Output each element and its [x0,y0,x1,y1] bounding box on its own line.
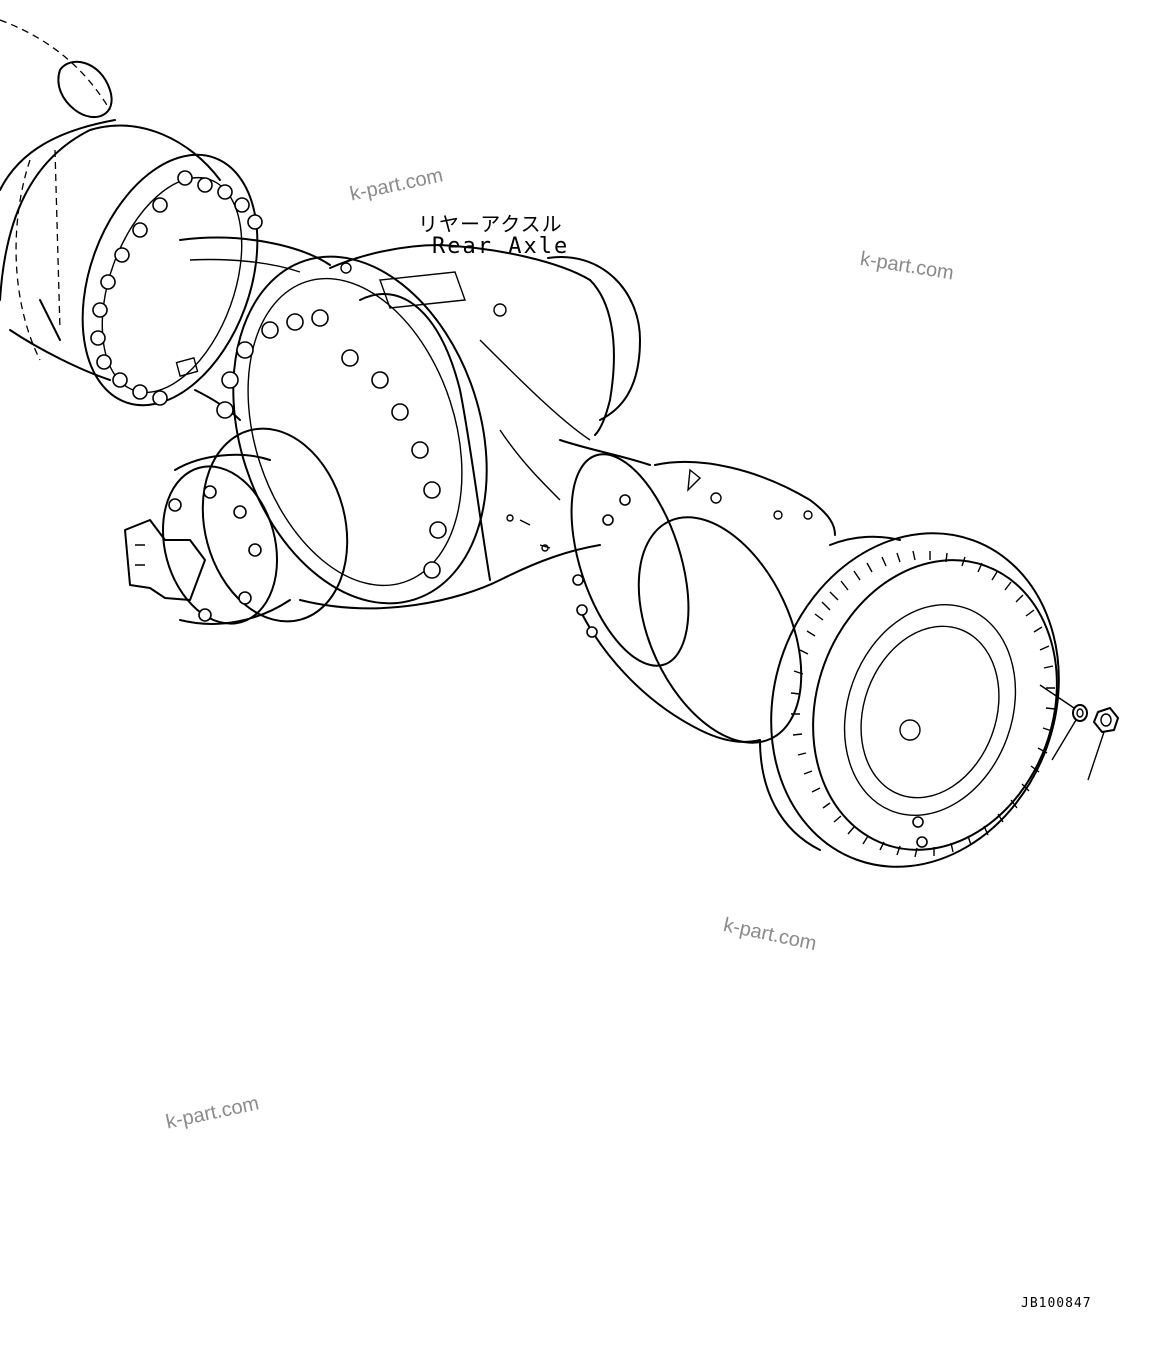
driveline-shaft [0,19,116,191]
callout-english: Rear Axle [432,234,570,259]
callout-japanese: リヤーアクスル [418,212,563,236]
differential-flange [216,255,488,605]
right-wheel-hub [759,532,1060,868]
right-axle-tube [299,439,651,610]
left-wheel-hub [0,124,259,407]
differential-housing [329,244,641,581]
right-brake-housing [570,453,836,744]
drawing-code: JB100847 [1021,1296,1092,1311]
washer-and-nut [1039,684,1119,781]
toothed-gear-ring [790,550,1056,858]
left-hub-bolt-ring [90,170,263,406]
pinion-input-flange [124,427,349,625]
left-axle-tube [175,236,331,421]
